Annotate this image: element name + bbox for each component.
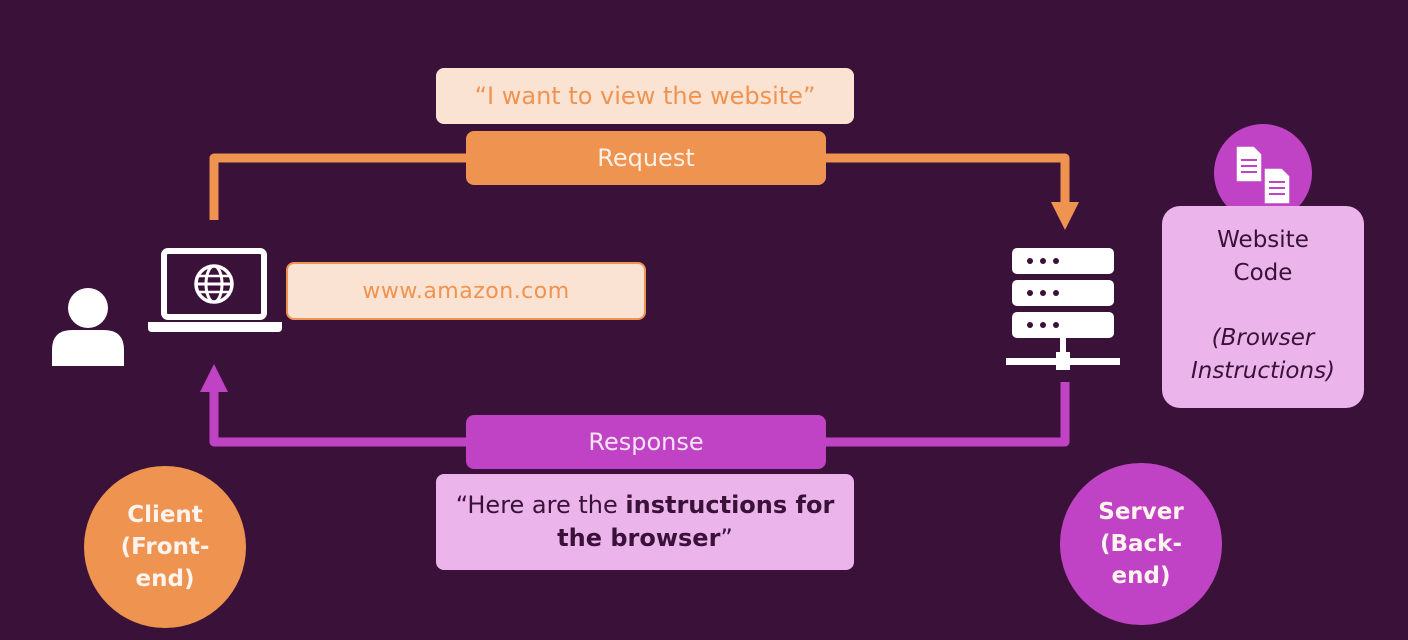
website-code-box: Website Code (Browser Instructions) (1162, 206, 1364, 408)
client-badge: Client (Front- end) (84, 466, 246, 628)
server-line-2: (Back- (1099, 531, 1183, 557)
client-line-1: Client (127, 502, 203, 528)
request-label: Request (466, 131, 826, 185)
response-quote: “Here are the instructions for the brows… (436, 474, 854, 570)
response-label: Response (466, 415, 826, 469)
server-line-3: end) (1111, 563, 1171, 589)
client-line-2: (Front- (120, 534, 210, 560)
laptop-globe-icon (148, 248, 282, 332)
request-quote: “I want to view the website” (436, 68, 854, 124)
client-line-3: end) (135, 566, 195, 592)
server-rack-icon (1006, 248, 1120, 370)
server-badge: Server (Back- end) (1060, 463, 1222, 625)
request-label-text: Request (597, 144, 695, 172)
response-arrowhead (200, 364, 228, 392)
response-quote-bold: instructions for the browser (557, 491, 835, 552)
documents-icon-badge (1214, 124, 1312, 222)
website-code-title-1: Website (1217, 227, 1309, 253)
response-quote-prefix: “Here are the (455, 491, 626, 519)
url-bar: www.amazon.com (286, 262, 646, 320)
response-label-text: Response (588, 428, 704, 456)
request-quote-text: “I want to view the website” (474, 82, 816, 110)
url-text: www.amazon.com (362, 278, 570, 304)
website-code-subtitle-1: (Browser (1211, 325, 1315, 351)
website-code-title-2: Code (1233, 260, 1293, 286)
server-line-1: Server (1098, 499, 1184, 525)
request-arrowhead (1051, 202, 1079, 230)
response-quote-suffix: ” (720, 524, 733, 552)
website-code-subtitle-2: Instructions) (1190, 358, 1336, 384)
user-icon (52, 288, 124, 366)
documents-icon (1235, 145, 1291, 205)
